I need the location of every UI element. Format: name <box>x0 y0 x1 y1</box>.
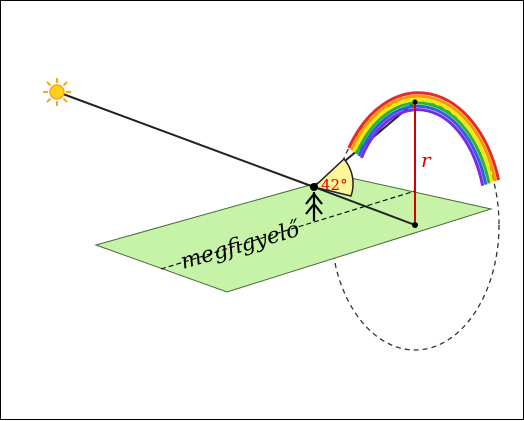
rainbow-band <box>347 91 501 181</box>
radius-label: r <box>421 148 432 172</box>
angle-label: 42° <box>321 176 348 194</box>
rainbow-band <box>354 101 491 184</box>
observer-arrow-icon <box>305 192 323 221</box>
rainbow-band <box>349 94 497 182</box>
rainbow-band <box>352 98 494 183</box>
ground-plane <box>94 175 493 293</box>
rainbow-band <box>360 108 485 187</box>
rainbow-band <box>357 104 488 185</box>
rainbow-arc <box>347 91 501 187</box>
observer-to-center-line <box>313 186 416 226</box>
sun-ray-line <box>62 93 315 188</box>
sun-icon <box>43 78 71 106</box>
rainbow-top-point <box>412 99 418 105</box>
antisolar-axis-dashed <box>160 190 416 270</box>
observer-point <box>310 183 318 191</box>
circle-center-point <box>412 222 418 228</box>
angle-42-wedge <box>312 157 354 197</box>
